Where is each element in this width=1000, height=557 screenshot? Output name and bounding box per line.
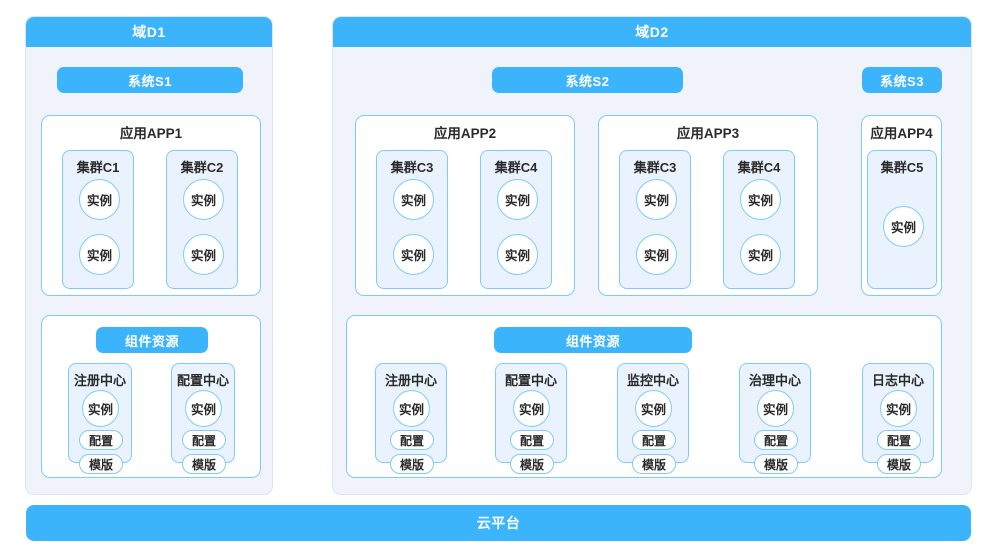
domain-body-d2: 系统S2 系统S3 应用APP2 集群C3 实例 实例 集群C4 实例 实例 应… <box>333 47 971 494</box>
cluster-title-c1: 集群C1 <box>76 160 120 175</box>
cluster-title-c5: 集群C5 <box>880 160 924 175</box>
cluster-title-c2: 集群C2 <box>180 160 224 175</box>
app-box-app4[interactable]: 应用APP4 集群C5 实例 <box>861 115 942 296</box>
resource-tag-config[interactable]: 配置 <box>390 430 434 450</box>
resources-box-d1: 组件资源 注册中心 实例 配置 模版 配置中心 实例 配置 模版 <box>41 315 261 478</box>
resources-pill-d2[interactable]: 组件资源 <box>494 327 692 353</box>
resource-center-governance[interactable]: 治理中心 实例 配置 模版 <box>739 363 811 474</box>
instance-node[interactable]: 实例 <box>183 179 224 220</box>
resource-center-monitor[interactable]: 监控中心 实例 配置 模版 <box>617 363 689 474</box>
instance-node[interactable]: 实例 <box>82 390 119 427</box>
instance-node[interactable]: 实例 <box>183 234 224 275</box>
instance-node[interactable]: 实例 <box>497 234 538 275</box>
system-pill-s3[interactable]: 系统S3 <box>862 67 942 93</box>
instance-node[interactable]: 实例 <box>740 234 781 275</box>
resource-tag-config[interactable]: 配置 <box>877 430 921 450</box>
domain-title-d1: 域D1 <box>26 17 272 47</box>
instance-node[interactable]: 实例 <box>635 390 672 427</box>
cluster-box-c5[interactable]: 集群C5 实例 <box>867 150 937 289</box>
app-title-app4: 应用APP4 <box>870 126 933 141</box>
resources-pill-d1[interactable]: 组件资源 <box>96 327 208 353</box>
resource-center-title: 日志中心 <box>871 373 924 388</box>
app-box-app3[interactable]: 应用APP3 集群C3 实例 实例 集群C4 实例 实例 <box>598 115 818 296</box>
cluster-title-c4: 集群C4 <box>737 160 781 175</box>
cluster-title-c4: 集群C4 <box>494 160 538 175</box>
instance-node[interactable]: 实例 <box>757 390 794 427</box>
app-box-app1[interactable]: 应用APP1 集群C1 实例 实例 集群C2 实例 实例 <box>41 115 261 296</box>
resource-center-config[interactable]: 配置中心 实例 配置 模版 <box>495 363 567 474</box>
instance-node[interactable]: 实例 <box>740 179 781 220</box>
resource-tag-config[interactable]: 配置 <box>79 430 123 450</box>
resource-tag-template[interactable]: 模版 <box>390 454 434 474</box>
instance-node[interactable]: 实例 <box>636 234 677 275</box>
instance-node[interactable]: 实例 <box>185 390 222 427</box>
resource-center-title: 监控中心 <box>626 373 679 388</box>
instance-node[interactable]: 实例 <box>393 234 434 275</box>
resource-tag-template[interactable]: 模版 <box>754 454 798 474</box>
instance-node[interactable]: 实例 <box>883 206 924 247</box>
instance-node[interactable]: 实例 <box>880 390 917 427</box>
instance-node[interactable]: 实例 <box>636 179 677 220</box>
resource-center-logging[interactable]: 日志中心 实例 配置 模版 <box>862 363 934 474</box>
cloud-platform-bar[interactable]: 云平台 <box>26 505 971 541</box>
cluster-box-c3[interactable]: 集群C3 实例 实例 <box>376 150 448 289</box>
app-title-app2: 应用APP2 <box>433 126 497 141</box>
system-pill-s2[interactable]: 系统S2 <box>492 67 683 93</box>
resource-tag-template[interactable]: 模版 <box>79 454 123 474</box>
cluster-box-c4[interactable]: 集群C4 实例 实例 <box>480 150 552 289</box>
resource-center-title: 注册中心 <box>384 373 437 388</box>
cluster-box-c1[interactable]: 集群C1 实例 实例 <box>62 150 134 289</box>
domain-panel-d2: 域D2 系统S2 系统S3 应用APP2 集群C3 实例 实例 集群C4 实例 … <box>333 17 971 494</box>
resource-center-title: 治理中心 <box>748 373 801 388</box>
resource-tag-template[interactable]: 模版 <box>182 454 226 474</box>
resource-tag-template[interactable]: 模版 <box>510 454 554 474</box>
resource-tag-template[interactable]: 模版 <box>877 454 921 474</box>
app-box-app2[interactable]: 应用APP2 集群C3 实例 实例 集群C4 实例 实例 <box>355 115 575 296</box>
resource-center-registry[interactable]: 注册中心 实例 配置 模版 <box>375 363 447 474</box>
instance-node[interactable]: 实例 <box>513 390 550 427</box>
resource-tag-config[interactable]: 配置 <box>632 430 676 450</box>
domain-body-d1: 系统S1 应用APP1 集群C1 实例 实例 集群C2 实例 实例 组件资源 <box>26 47 272 494</box>
resources-box-d2: 组件资源 注册中心 实例 配置 模版 配置中心 实例 配置 模版 监控中心 实例… <box>346 315 942 478</box>
resource-tag-config[interactable]: 配置 <box>510 430 554 450</box>
resource-center-config[interactable]: 配置中心 实例 配置 模版 <box>171 363 235 474</box>
instance-node[interactable]: 实例 <box>497 179 538 220</box>
cluster-box-c3[interactable]: 集群C3 实例 实例 <box>619 150 691 289</box>
resource-tag-config[interactable]: 配置 <box>182 430 226 450</box>
resource-tag-template[interactable]: 模版 <box>632 454 676 474</box>
instance-node[interactable]: 实例 <box>393 179 434 220</box>
resource-center-title: 配置中心 <box>504 373 557 388</box>
domain-title-d2: 域D2 <box>333 17 971 47</box>
app-title-app3: 应用APP3 <box>676 126 740 141</box>
resource-tag-config[interactable]: 配置 <box>754 430 798 450</box>
domain-panel-d1: 域D1 系统S1 应用APP1 集群C1 实例 实例 集群C2 实例 实例 <box>26 17 272 494</box>
resource-center-registry[interactable]: 注册中心 实例 配置 模版 <box>68 363 132 474</box>
cluster-box-c2[interactable]: 集群C2 实例 实例 <box>166 150 238 289</box>
cluster-box-c4[interactable]: 集群C4 实例 实例 <box>723 150 795 289</box>
instance-node[interactable]: 实例 <box>393 390 430 427</box>
system-pill-s1[interactable]: 系统S1 <box>57 67 243 93</box>
cluster-title-c3: 集群C3 <box>633 160 677 175</box>
resource-center-title: 注册中心 <box>73 373 126 388</box>
instance-node[interactable]: 实例 <box>79 234 120 275</box>
cluster-title-c3: 集群C3 <box>390 160 434 175</box>
app-title-app1: 应用APP1 <box>119 126 183 141</box>
resource-center-title: 配置中心 <box>176 373 229 388</box>
instance-node[interactable]: 实例 <box>79 179 120 220</box>
